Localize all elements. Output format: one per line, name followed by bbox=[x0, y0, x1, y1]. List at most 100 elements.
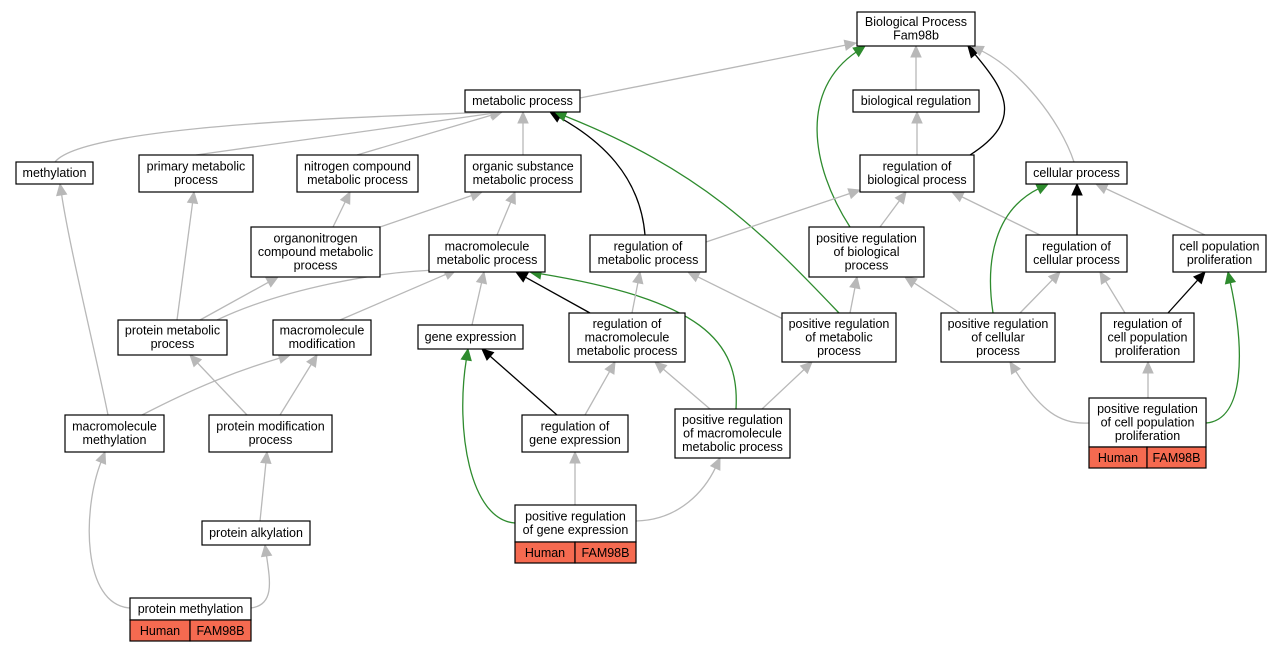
node-label-line: methylation bbox=[83, 433, 147, 447]
node-box bbox=[417, 324, 524, 350]
node-label-line: metabolic process bbox=[472, 94, 573, 108]
node-label-line: of biological bbox=[833, 245, 899, 259]
edge-regmetab-to-regbio bbox=[705, 188, 862, 243]
go-term-node-geneexp[interactable]: gene expression bbox=[417, 324, 524, 350]
node-box bbox=[296, 154, 419, 193]
edge-posregcellpop-to-posregcell bbox=[1009, 360, 1090, 424]
edge-posregmetab-to-posregbio-line bbox=[849, 286, 856, 314]
edge-posregmetab-to-regmetab-arrowhead bbox=[686, 271, 701, 283]
edge-regcell-to-regbio bbox=[950, 191, 1041, 236]
node-label-line: regulation of bbox=[593, 317, 662, 331]
go-term-node-protalk[interactable]: protein alkylation bbox=[201, 520, 311, 546]
edge-cellpop-to-cellular-arrowhead bbox=[1094, 183, 1109, 195]
node-label-line: primary metabolic bbox=[147, 160, 246, 174]
node-box bbox=[1025, 161, 1128, 185]
node-label-line: Biological Process bbox=[865, 15, 967, 29]
node-label-line: macromolecule bbox=[445, 240, 530, 254]
edge-protalk-to-protmod bbox=[259, 450, 272, 522]
node-box bbox=[15, 161, 94, 185]
node-box bbox=[1172, 234, 1267, 273]
go-term-node-bioreg[interactable]: biological regulation bbox=[852, 89, 980, 113]
node-label-line: proliferation bbox=[1115, 429, 1180, 443]
edge-posregcell-to-cellular-line bbox=[989, 187, 1040, 314]
go-term-node-methylation[interactable]: methylation bbox=[15, 161, 94, 185]
edge-posreggene-to-geneexp-line bbox=[462, 358, 516, 524]
edge-protmetab-to-organonitrogen bbox=[199, 276, 280, 321]
node-box bbox=[64, 414, 165, 453]
edge-posregcell-to-posregbio bbox=[903, 276, 961, 314]
node-box bbox=[852, 89, 980, 113]
node-label-line: metabolic process bbox=[437, 253, 538, 267]
node-box bbox=[859, 154, 975, 193]
node-label-line: biological regulation bbox=[861, 94, 972, 108]
edge-protalk-to-protmod-arrowhead bbox=[260, 450, 272, 465]
edge-reggene-to-geneexp bbox=[481, 348, 558, 416]
node-label-line: of cell population bbox=[1101, 415, 1195, 429]
edge-regbio-to-root-arrowhead bbox=[967, 45, 980, 59]
edge-posregcell-to-posregbio-arrowhead bbox=[903, 276, 918, 289]
node-label-line: nitrogen compound bbox=[304, 160, 411, 174]
node-box bbox=[1088, 397, 1207, 448]
edge-protmod-to-macromod-arrowhead bbox=[306, 353, 318, 368]
edge-organic-to-metabolic bbox=[517, 110, 529, 155]
edge-regcellpop-to-regcell-line bbox=[1104, 280, 1126, 314]
annotation-gene-cell[interactable] bbox=[574, 541, 637, 564]
edge-protmetab-to-organonitrogen-arrowhead bbox=[265, 276, 280, 288]
edge-bioreg-to-root bbox=[910, 44, 922, 90]
node-label-line: cell population bbox=[1108, 330, 1188, 344]
edge-posregcell-to-posregbio-line bbox=[913, 281, 961, 314]
edge-reggene-to-geneexp-line bbox=[489, 355, 558, 416]
node-label-line: macromolecule bbox=[72, 420, 157, 434]
edge-reggene-to-regmacro-line bbox=[584, 370, 611, 416]
go-term-node-metabolic[interactable]: metabolic process bbox=[464, 89, 581, 113]
edge-posreggene-to-geneexp bbox=[460, 347, 516, 524]
edge-posregcell-to-cellular-arrowhead bbox=[1035, 183, 1050, 195]
edge-posregbio-to-regbio bbox=[879, 191, 907, 228]
edge-protalk-to-protmod-line bbox=[259, 461, 267, 522]
edge-organonitrogen-to-nitrogen-line bbox=[332, 200, 347, 228]
edge-nitrogen-to-metabolic-line bbox=[356, 114, 493, 156]
edge-regcellpop-to-cellpop bbox=[1167, 271, 1206, 314]
annotation-gene-cell[interactable] bbox=[1146, 446, 1207, 469]
annotation-gene-cell[interactable] bbox=[189, 619, 252, 642]
node-box bbox=[856, 11, 976, 47]
edge-posreggene-to-posregmacro bbox=[635, 456, 721, 522]
edge-regcell-to-cellular-arrowhead bbox=[1071, 182, 1083, 196]
edge-macrometab-to-organic-arrowhead bbox=[505, 190, 516, 205]
edge-bioreg-to-root-arrowhead bbox=[910, 44, 922, 58]
edge-posreggene-to-posregmacro-line bbox=[635, 466, 717, 522]
node-label-line: process bbox=[174, 173, 218, 187]
edge-geneexp-to-macrometab bbox=[471, 270, 488, 326]
edge-protmetab-to-macrometab-line bbox=[216, 269, 447, 321]
edge-regmacro-to-macrometab-arrowhead bbox=[514, 271, 529, 283]
go-term-node-cellular[interactable]: cellular process bbox=[1025, 161, 1128, 185]
edge-metabolic-to-root-arrowhead bbox=[843, 39, 858, 51]
edge-posregmetab-to-posregbio-arrowhead bbox=[849, 275, 861, 290]
edge-posregcellpop-to-regcellpop-arrowhead bbox=[1142, 360, 1154, 374]
